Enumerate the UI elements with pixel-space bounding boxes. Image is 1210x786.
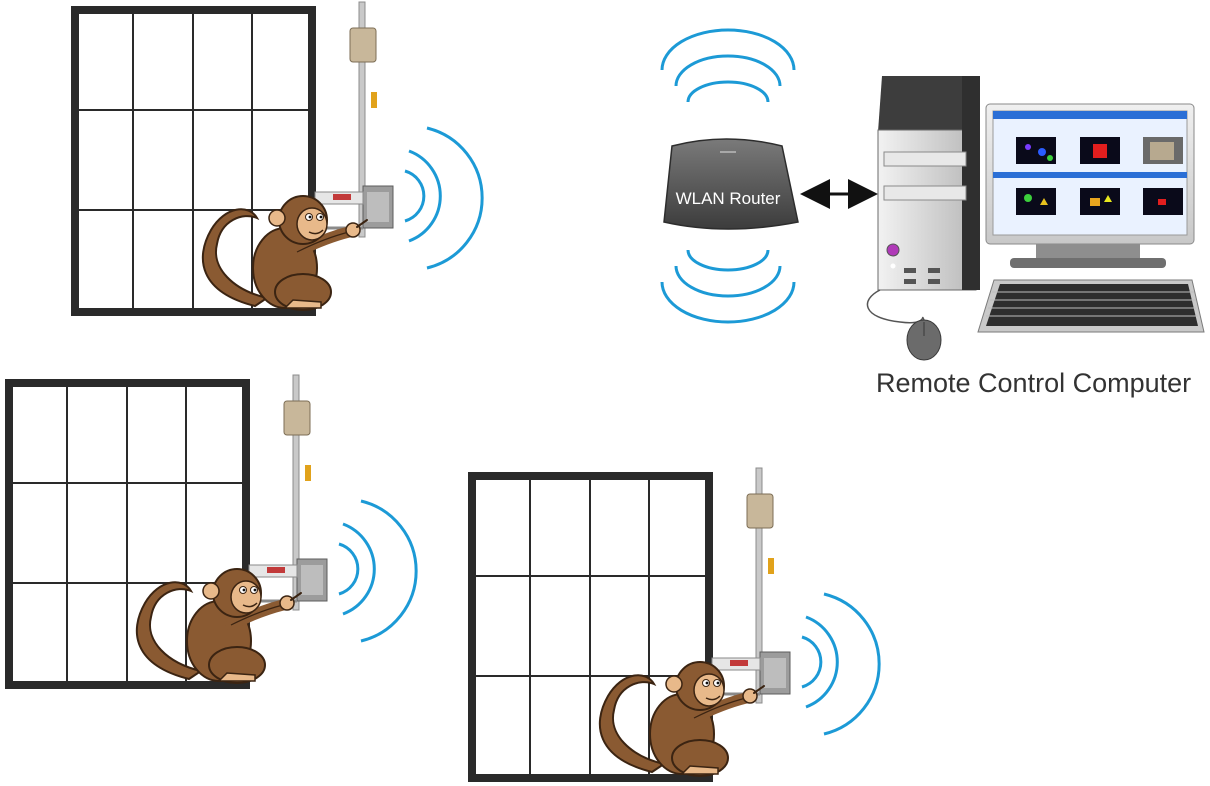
- usb-port: [928, 279, 940, 284]
- cage-station-1: [75, 2, 482, 312]
- pc-tower: [877, 76, 980, 291]
- optical-drive-2: [883, 185, 967, 201]
- usb-port: [928, 268, 940, 273]
- remote-control-computer: [866, 76, 1205, 361]
- pc-monitor: [985, 103, 1195, 268]
- power-button: [886, 243, 900, 257]
- screen-thumbnail: [1016, 188, 1056, 215]
- usb-port: [904, 268, 916, 273]
- monitor-stand: [1010, 258, 1166, 268]
- router-label: WLAN Router: [676, 189, 781, 208]
- optical-drive-1: [883, 151, 967, 167]
- router-wifi-waves-top: [660, 28, 796, 104]
- wlan-router: WLAN Router: [660, 28, 799, 324]
- keyboard: [977, 279, 1205, 333]
- cage-station-3: [472, 468, 879, 778]
- computer-caption: Remote Control Computer: [876, 368, 1192, 398]
- usb-port: [904, 279, 916, 284]
- cage-station-2: [9, 375, 416, 685]
- router-wifi-waves-bottom: [660, 249, 796, 324]
- mouse: [866, 289, 942, 361]
- router-body: [663, 138, 799, 230]
